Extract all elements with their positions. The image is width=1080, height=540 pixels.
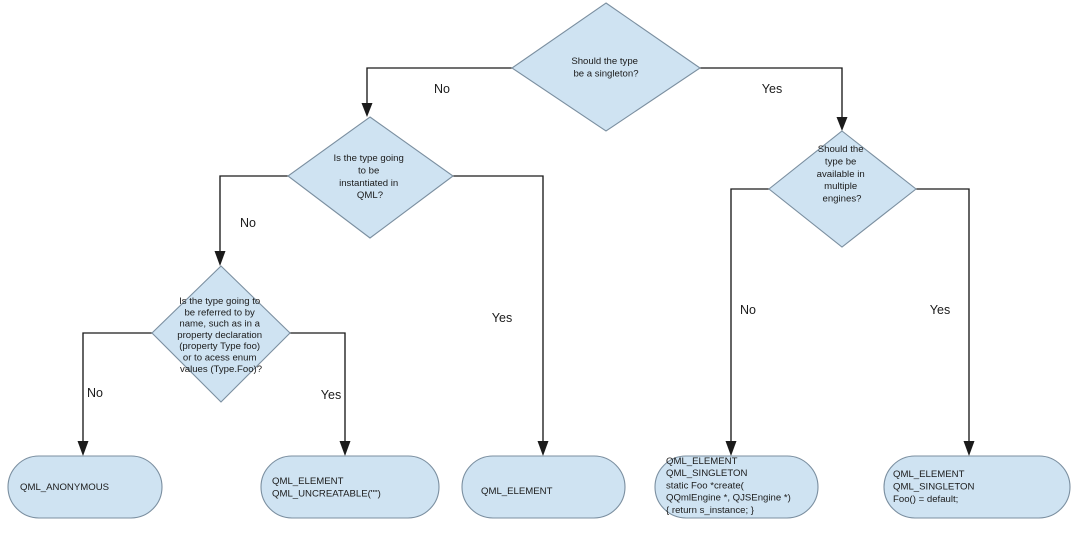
text-line: QML_ELEMENT bbox=[481, 486, 553, 497]
arrowhead-d1-yes bbox=[836, 117, 848, 131]
rounded-shape bbox=[260, 455, 440, 519]
edge-d2-yes bbox=[453, 175, 544, 442]
text-line: { return s_instance; } bbox=[666, 505, 755, 516]
text-line: engines? bbox=[823, 194, 862, 205]
text-line: QML_ANONYMOUS bbox=[20, 482, 109, 493]
rounded-shape bbox=[654, 455, 819, 519]
diamond-shape bbox=[151, 265, 291, 403]
arrowhead-d4-no bbox=[77, 441, 89, 456]
terminal-node-qml-singleton-default[interactable]: QML_ELEMENT QML_SINGLETON Foo() = defaul… bbox=[883, 455, 1071, 519]
terminal-node-qml-element[interactable]: QML_ELEMENT bbox=[461, 455, 626, 519]
diamond-shape bbox=[768, 130, 917, 248]
text-line: QML_SINGLETON bbox=[893, 481, 974, 492]
arrowhead-d2-yes bbox=[537, 441, 549, 456]
terminal-text: QML_ELEMENT QML_SINGLETON Foo() = defaul… bbox=[893, 469, 977, 505]
text-line: Should the bbox=[818, 144, 864, 155]
terminal-text: QML_ANONYMOUS bbox=[20, 482, 109, 493]
decision-text: Should the type be a singleton? bbox=[571, 56, 640, 79]
edge-label-d2-yes: Yes bbox=[492, 311, 512, 325]
text-line: Is the type going bbox=[333, 153, 403, 164]
decision-node-instantiated-in-qml[interactable]: Is the type going to be instantiated in … bbox=[287, 116, 454, 239]
text-line: QML_UNCREATABLE("") bbox=[272, 489, 381, 500]
text-line: be referred to by bbox=[184, 307, 255, 318]
terminal-node-qml-uncreatable[interactable]: QML_ELEMENT QML_UNCREATABLE("") bbox=[260, 455, 440, 519]
edge-d3-no bbox=[730, 188, 769, 442]
edge-d4-yes bbox=[290, 332, 346, 442]
decision-node-multiple-engines[interactable]: Should the type be available in multiple… bbox=[768, 130, 917, 248]
rounded-shape bbox=[7, 455, 163, 519]
rounded-shape bbox=[883, 455, 1071, 519]
decision-text: Is the type going to be referred to by n… bbox=[177, 296, 264, 375]
rounded-shape bbox=[461, 455, 626, 519]
arrowhead-d4-yes bbox=[339, 441, 351, 456]
text-line: QML? bbox=[357, 190, 383, 201]
text-line: QQmlEngine *, QJSEngine *) bbox=[666, 493, 791, 504]
text-line: available in bbox=[817, 169, 865, 180]
text-line: Is the type going to bbox=[179, 296, 260, 307]
edge-d3-yes bbox=[916, 188, 970, 442]
text-line: or to acess enum bbox=[183, 353, 257, 364]
text-line: QML_ELEMENT bbox=[666, 456, 738, 467]
arrowhead-d2-no bbox=[214, 251, 226, 266]
edge-d2-no bbox=[219, 175, 288, 252]
text-line: instantiated in bbox=[339, 178, 398, 189]
text-line: type be bbox=[825, 156, 856, 167]
edge-d4-no bbox=[82, 332, 152, 442]
text-line: QML_ELEMENT bbox=[272, 476, 344, 487]
text-line: (property Type foo) bbox=[179, 341, 260, 352]
edge-labels-layer: No Yes No Yes No Yes No Yes bbox=[87, 82, 950, 402]
terminal-text: QML_ELEMENT QML_SINGLETON static Foo *cr… bbox=[666, 456, 793, 516]
terminal-node-qml-singleton-create[interactable]: QML_ELEMENT QML_SINGLETON static Foo *cr… bbox=[654, 455, 819, 519]
edge-label-d3-no: No bbox=[740, 303, 756, 317]
edge-label-d1-no: No bbox=[434, 82, 450, 96]
text-line: values (Type.Foo)? bbox=[180, 364, 262, 375]
terminal-node-qml-anonymous[interactable]: QML_ANONYMOUS bbox=[7, 455, 163, 519]
edges-layer bbox=[77, 67, 975, 456]
edge-label-d4-yes: Yes bbox=[321, 388, 341, 402]
arrowhead-d1-no bbox=[361, 103, 373, 117]
terminal-text: QML_ELEMENT QML_UNCREATABLE("") bbox=[272, 476, 381, 500]
edge-label-d1-yes: Yes bbox=[762, 82, 782, 96]
arrowhead-d3-yes bbox=[963, 441, 975, 456]
text-line: be a singleton? bbox=[573, 68, 638, 79]
terminal-text: QML_ELEMENT bbox=[481, 486, 553, 497]
edge-label-d2-no: No bbox=[240, 216, 256, 230]
text-line: to be bbox=[358, 165, 379, 176]
text-line: property declaration bbox=[177, 330, 262, 341]
diamond-shape bbox=[511, 2, 701, 132]
text-line: QML_ELEMENT bbox=[893, 469, 965, 480]
edge-label-d3-yes: Yes bbox=[930, 303, 950, 317]
decision-text: Is the type going to be instantiated in … bbox=[333, 153, 406, 201]
decision-text: Should the type be available in multiple… bbox=[817, 144, 868, 205]
arrowhead-d3-no bbox=[725, 441, 737, 456]
text-line: multiple bbox=[824, 181, 857, 192]
text-line: Foo() = default; bbox=[893, 494, 958, 505]
text-line: QML_SINGLETON bbox=[666, 468, 747, 479]
edge-d1-no bbox=[366, 67, 512, 104]
decision-node-referred-by-name[interactable]: Is the type going to be referred to by n… bbox=[151, 265, 291, 403]
text-line: static Foo *create( bbox=[666, 480, 745, 491]
text-line: Should the type bbox=[571, 56, 638, 67]
edge-d1-yes bbox=[700, 67, 843, 118]
edge-label-d4-no: No bbox=[87, 386, 103, 400]
text-line: name, such as in a bbox=[179, 319, 260, 330]
decision-node-singleton[interactable]: Should the type be a singleton? bbox=[511, 2, 701, 132]
diamond-shape bbox=[287, 116, 454, 239]
